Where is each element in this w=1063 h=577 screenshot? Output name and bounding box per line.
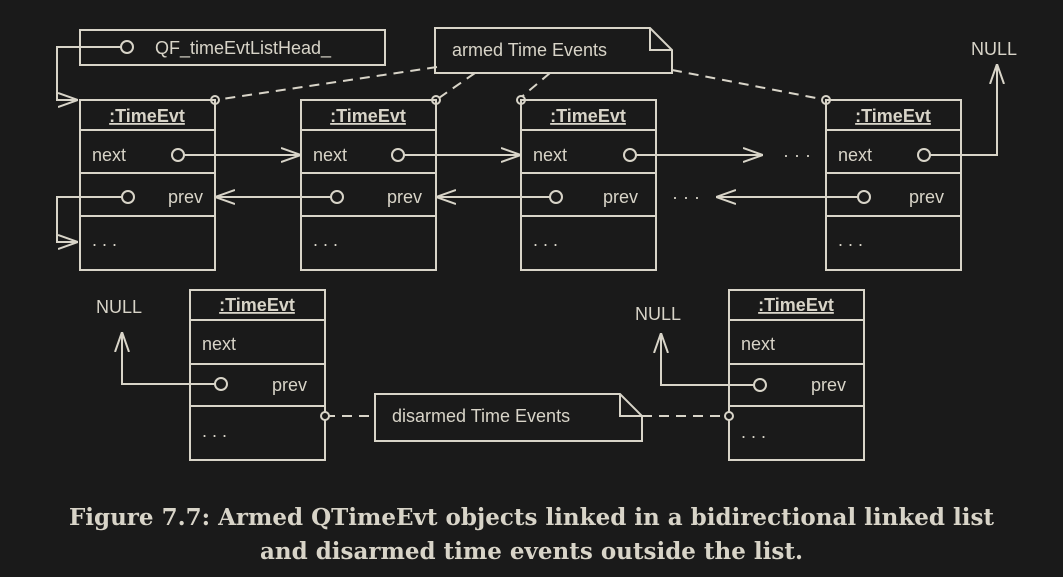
next-field-label: next xyxy=(202,334,236,354)
object-title: :TimeEvt xyxy=(855,106,931,126)
head-pointer-arrow xyxy=(56,46,121,100)
armed-note-link-1 xyxy=(214,66,438,101)
object-title: :TimeEvt xyxy=(758,295,834,315)
armed-timeevt-3 xyxy=(520,99,657,271)
armed-timeevt-2 xyxy=(300,99,437,271)
object-title: :TimeEvt xyxy=(330,106,406,126)
prev-field-label: prev xyxy=(387,187,422,207)
prev-origin-1 xyxy=(121,190,135,204)
figure-caption-line-1: Figure 7.7: Armed QTimeEvt objects linke… xyxy=(68,504,995,531)
next-field-label: next xyxy=(313,145,347,165)
prev-field-label: prev xyxy=(603,187,638,207)
rest-fields-label: . . . xyxy=(741,422,766,442)
rest-fields-label: . . . xyxy=(92,230,117,250)
next-field-label: next xyxy=(838,145,872,165)
rest-fields-label: . . . xyxy=(313,230,338,250)
head-pointer-label: QF_timeEvtListHead_ xyxy=(155,38,332,59)
next-field-label: next xyxy=(741,334,775,354)
armed-note-link-3 xyxy=(517,72,551,101)
null-label-top: NULL xyxy=(971,39,1017,59)
disarmed-prev-null-arrow-2 xyxy=(661,333,754,386)
disarmed-note-anchor-1 xyxy=(320,411,330,421)
object-title: :TimeEvt xyxy=(219,295,295,315)
next-origin-1 xyxy=(171,148,185,162)
object-title: :TimeEvt xyxy=(550,106,626,126)
disarmed-note-anchor-2 xyxy=(724,411,734,421)
armed-note-link-4 xyxy=(671,69,827,101)
rest-fields-label: . . . xyxy=(202,421,227,441)
armed-timeevt-1 xyxy=(79,99,216,271)
prev-origin-4 xyxy=(857,190,871,204)
next-field-label: next xyxy=(533,145,567,165)
disarmed-timeevt-2 xyxy=(728,289,865,461)
armed-note-link-2 xyxy=(435,72,476,101)
prev-origin-3 xyxy=(549,190,563,204)
prev-field-label: prev xyxy=(909,187,944,207)
figure-caption-line-2: and disarmed time events outside the lis… xyxy=(260,538,803,565)
prev-origin-2 xyxy=(330,190,344,204)
null-label-left: NULL xyxy=(96,297,142,317)
next-origin-2 xyxy=(391,148,405,162)
last-next-null-arrow xyxy=(930,64,997,156)
rest-fields-label: . . . xyxy=(838,230,863,250)
disarmed-prev-origin-1 xyxy=(214,377,228,391)
armed-events-note xyxy=(434,27,673,74)
armed-timeevt-4 xyxy=(825,99,962,271)
disarmed-note-label: disarmed Time Events xyxy=(392,406,570,426)
disarmed-timeevt-1 xyxy=(189,289,326,461)
first-prev-arrow xyxy=(56,196,122,242)
next-origin-4 xyxy=(917,148,931,162)
object-title: :TimeEvt xyxy=(109,106,185,126)
disarmed-prev-origin-2 xyxy=(753,378,767,392)
armed-note-label: armed Time Events xyxy=(452,40,607,60)
disarmed-prev-null-arrow-1 xyxy=(122,332,215,385)
null-label-right: NULL xyxy=(635,304,681,324)
next-field-label: next xyxy=(92,145,126,165)
prev-field-label: prev xyxy=(272,375,307,395)
prev-field-label: prev xyxy=(811,375,846,395)
next-origin-3 xyxy=(623,148,637,162)
prev-field-label: prev xyxy=(168,187,203,207)
prev-ellipsis: · · · xyxy=(672,187,700,207)
linked-list-diagram: QF_timeEvtListHead_ armed Time Events NU… xyxy=(56,27,1017,461)
rest-fields-label: . . . xyxy=(533,230,558,250)
head-pointer-origin xyxy=(120,40,134,54)
next-ellipsis: · · · xyxy=(783,145,811,165)
disarmed-events-note xyxy=(374,393,643,442)
